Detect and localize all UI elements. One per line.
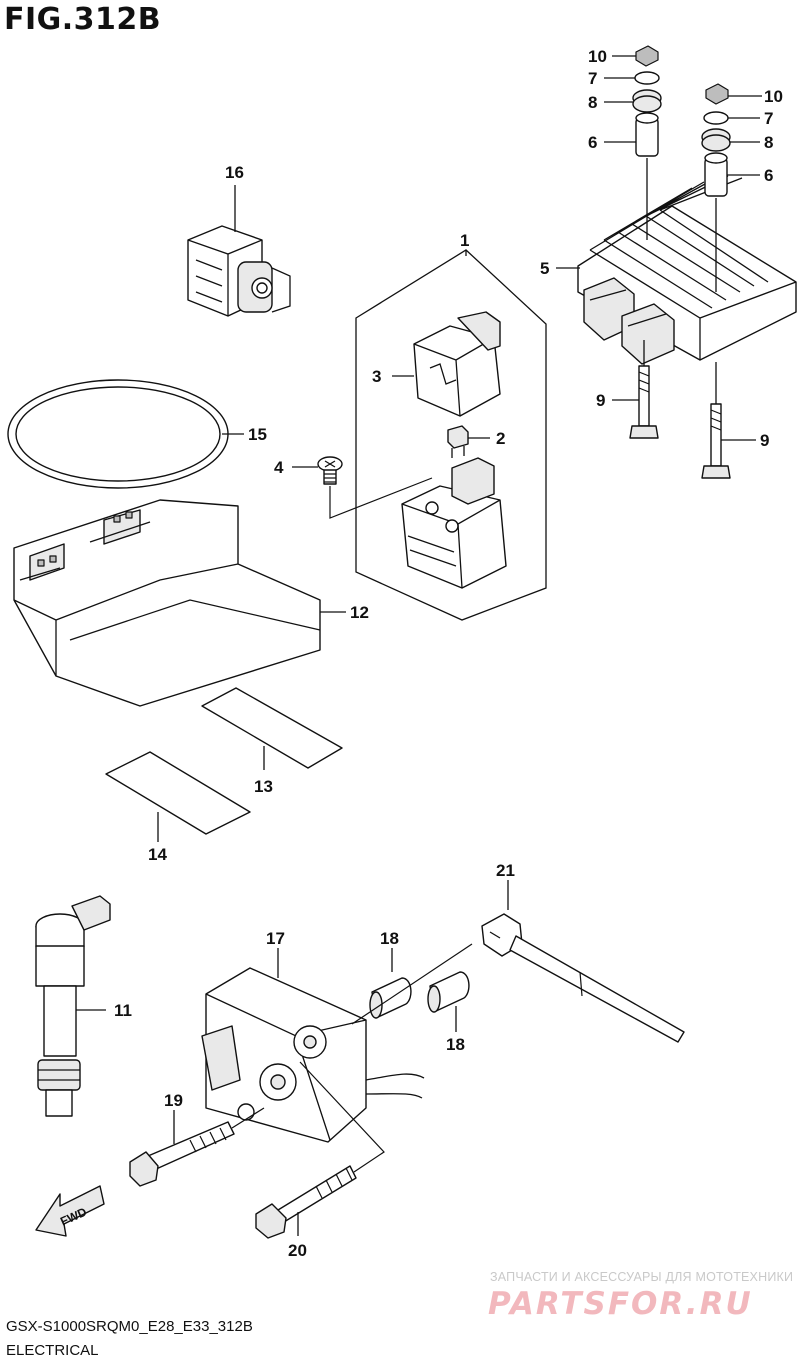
- part-6-collar-right: [704, 152, 728, 197]
- screw-alignment-line: [329, 477, 433, 519]
- part-5-regulator-rectifier: [577, 175, 797, 365]
- model-code: GSX-S1000SRQM0_E28_E33_312B: [6, 1318, 253, 1335]
- figure-title: FIG.312B: [4, 2, 162, 37]
- callout-5: 5: [540, 259, 549, 278]
- callout-10-right: 10: [764, 87, 783, 106]
- part-20-bolt: [255, 1165, 357, 1239]
- part-13-label-sheet: [201, 687, 343, 769]
- part-9-bolt-left: [629, 365, 659, 439]
- callout-8-left: 8: [588, 93, 597, 112]
- part-15-seal-ring: [7, 379, 229, 489]
- callout-9-right: 9: [760, 431, 769, 450]
- callout-1: 1: [460, 231, 469, 250]
- callout-20: 20: [288, 1241, 307, 1260]
- part-3-relay-cover: [413, 311, 501, 417]
- callout-21: 21: [496, 861, 515, 880]
- callout-18-a: 18: [380, 929, 399, 948]
- part-6-collar-left: [635, 112, 659, 157]
- starter-relay-body: [401, 457, 507, 589]
- callout-8-right: 8: [764, 133, 773, 152]
- callout-6-right: 6: [764, 166, 773, 185]
- callout-13: 13: [254, 777, 273, 796]
- callout-15: 15: [248, 425, 267, 444]
- watermark-logo: PARTSFOR.RU: [488, 1286, 753, 1322]
- callout-14: 14: [148, 845, 167, 864]
- category-label: ELECTRICAL: [6, 1342, 99, 1359]
- callout-18-b: 18: [446, 1035, 465, 1054]
- part-11-ignition-coil: [35, 895, 111, 1117]
- part-17-module: [201, 967, 425, 1143]
- part-4-screw: [317, 456, 343, 485]
- callout-19: 19: [164, 1091, 183, 1110]
- part-2-fuse: [447, 425, 469, 458]
- bolt-19-alignment: [231, 1107, 265, 1129]
- watermark-tagline: ЗАПЧАСТИ И АКСЕССУАРЫ ДЛЯ МОТОТЕХНИКИ: [490, 1270, 794, 1284]
- callout-2: 2: [496, 429, 505, 448]
- collar-alignment-line: [351, 943, 473, 1025]
- part-10-nut-right: [705, 83, 729, 105]
- callout-16: 16: [225, 163, 244, 182]
- callout-7-right: 7: [764, 109, 773, 128]
- part-9-bolt-right: [701, 403, 731, 479]
- part-12-ecm-unit: [13, 499, 321, 707]
- part-14-label-sheet: [105, 751, 251, 835]
- bolt-20-alignment: [299, 1061, 385, 1173]
- part-10-nut-left: [635, 45, 659, 67]
- part-21-cable-tie: [481, 913, 685, 1043]
- callout-6-left: 6: [588, 133, 597, 152]
- part-16-connector: [187, 225, 291, 317]
- callout-9-left: 9: [596, 391, 605, 410]
- fwd-arrow-icon: FWD: [35, 1185, 105, 1237]
- callout-11: 11: [114, 1001, 132, 1020]
- part-19-bolt: [129, 1121, 235, 1187]
- part-18-collar-b: [427, 971, 470, 1013]
- part-7-washer-right: [703, 111, 729, 125]
- callout-4: 4: [274, 458, 284, 477]
- callout-12: 12: [350, 603, 369, 622]
- part-7-washer-left: [634, 71, 660, 85]
- callout-17: 17: [266, 929, 285, 948]
- part-8-grommet-left: [632, 89, 662, 113]
- callout-7-left: 7: [588, 69, 597, 88]
- callout-10-left: 10: [588, 47, 607, 66]
- part-8-grommet-right: [701, 128, 731, 152]
- callout-3: 3: [372, 367, 381, 386]
